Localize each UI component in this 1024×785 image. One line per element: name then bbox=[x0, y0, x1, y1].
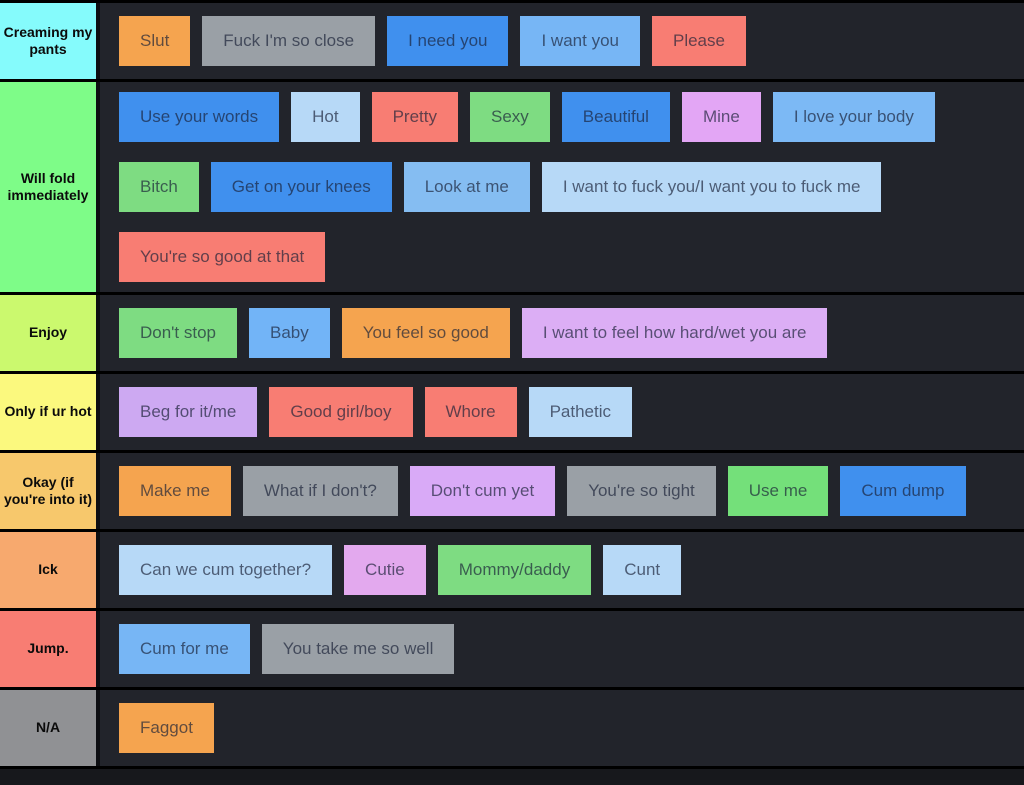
tier-label: Will fold immediately bbox=[0, 82, 100, 292]
tier-item[interactable]: I want you bbox=[520, 16, 640, 66]
tier-label: Okay (if you're into it) bbox=[0, 453, 100, 529]
tier-row: Ick Can we cum together? Cutie Mommy/dad… bbox=[0, 532, 1024, 611]
tier-row: Will fold immediately Use your words Hot… bbox=[0, 82, 1024, 295]
tier-item[interactable]: Sexy bbox=[469, 92, 550, 142]
tier-label: Ick bbox=[0, 532, 100, 608]
tier-item[interactable]: I want to feel how hard/wet you are bbox=[521, 308, 828, 358]
tier-row-content: Use your words Hot Pretty Sexy Beautiful… bbox=[100, 82, 1024, 292]
tier-item[interactable]: You take me so well bbox=[261, 624, 455, 674]
tier-item[interactable]: You feel so good bbox=[341, 308, 510, 358]
tier-item[interactable]: Cum dump bbox=[840, 466, 966, 516]
tier-item[interactable]: You're so tight bbox=[567, 466, 716, 516]
tier-row: N/A Faggot bbox=[0, 690, 1024, 769]
tier-label: Jump. bbox=[0, 611, 100, 687]
tier-row: Enjoy Don't stop Baby You feel so good I… bbox=[0, 295, 1024, 374]
tier-item[interactable]: Don't stop bbox=[119, 308, 238, 358]
tier-item[interactable]: Pretty bbox=[371, 92, 458, 142]
tier-item[interactable]: Make me bbox=[119, 466, 231, 516]
tier-item[interactable]: Use your words bbox=[119, 92, 280, 142]
tier-item[interactable]: Cutie bbox=[344, 545, 426, 595]
tier-item[interactable]: Get on your knees bbox=[210, 162, 392, 212]
tier-list: Creaming my pants Slut Fuck I'm so close… bbox=[0, 0, 1024, 769]
tier-row-content: Beg for it/me Good girl/boy Whore Pathet… bbox=[100, 374, 1024, 450]
tier-row-content: Don't stop Baby You feel so good I want … bbox=[100, 295, 1024, 371]
tier-item[interactable]: Fuck I'm so close bbox=[202, 16, 376, 66]
tier-row-content: Faggot bbox=[100, 690, 1024, 766]
tier-item[interactable]: Hot bbox=[291, 92, 360, 142]
tier-item[interactable]: Mine bbox=[681, 92, 761, 142]
tier-row-content: Slut Fuck I'm so close I need you I want… bbox=[100, 3, 1024, 79]
tier-item[interactable]: Slut bbox=[119, 16, 191, 66]
tier-item[interactable]: Beg for it/me bbox=[119, 387, 258, 437]
tier-item[interactable]: Look at me bbox=[403, 162, 530, 212]
tier-row: Jump. Cum for me You take me so well bbox=[0, 611, 1024, 690]
tier-row: Okay (if you're into it) Make me What if… bbox=[0, 453, 1024, 532]
tier-item[interactable]: I need you bbox=[387, 16, 509, 66]
tier-row-content: Make me What if I don't? Don't cum yet Y… bbox=[100, 453, 1024, 529]
tier-item[interactable]: Cunt bbox=[603, 545, 682, 595]
tier-item[interactable]: Mommy/daddy bbox=[437, 545, 592, 595]
tier-item[interactable]: Don't cum yet bbox=[409, 466, 556, 516]
tier-item[interactable]: I love your body bbox=[772, 92, 935, 142]
tier-item[interactable]: Please bbox=[651, 16, 746, 66]
tier-item[interactable]: Pathetic bbox=[528, 387, 633, 437]
tier-item[interactable]: Cum for me bbox=[119, 624, 250, 674]
tier-item[interactable]: Use me bbox=[727, 466, 829, 516]
tier-item[interactable]: What if I don't? bbox=[242, 466, 398, 516]
tier-item[interactable]: Beautiful bbox=[561, 92, 670, 142]
tier-label: Only if ur hot bbox=[0, 374, 100, 450]
tier-item[interactable]: I want to fuck you/I want you to fuck me bbox=[541, 162, 882, 212]
tier-label: Creaming my pants bbox=[0, 3, 100, 79]
tier-item[interactable]: Faggot bbox=[119, 703, 214, 753]
tier-row-content: Cum for me You take me so well bbox=[100, 611, 1024, 687]
tier-label: Enjoy bbox=[0, 295, 100, 371]
tier-row-content: Can we cum together? Cutie Mommy/daddy C… bbox=[100, 532, 1024, 608]
tier-item[interactable]: Baby bbox=[249, 308, 330, 358]
tier-item[interactable]: Good girl/boy bbox=[269, 387, 413, 437]
tier-row: Creaming my pants Slut Fuck I'm so close… bbox=[0, 3, 1024, 82]
tier-item[interactable]: You're so good at that bbox=[119, 232, 326, 282]
tier-item[interactable]: Bitch bbox=[119, 162, 199, 212]
tier-row: Only if ur hot Beg for it/me Good girl/b… bbox=[0, 374, 1024, 453]
tier-item[interactable]: Whore bbox=[424, 387, 517, 437]
tier-item[interactable]: Can we cum together? bbox=[119, 545, 333, 595]
tier-label: N/A bbox=[0, 690, 100, 766]
